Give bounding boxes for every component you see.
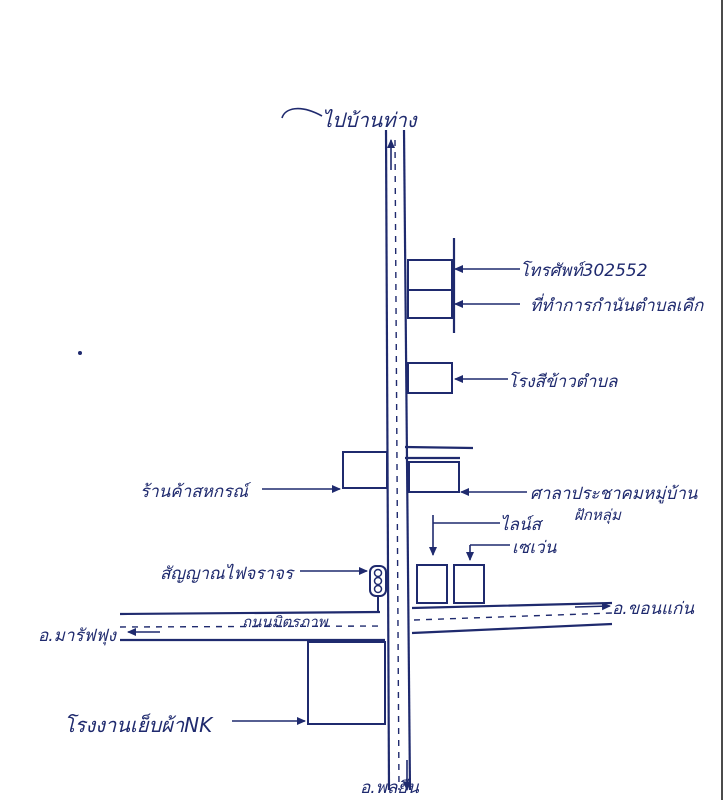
community-hall-label: ศาลาประชาคมหมู่บ้าน bbox=[530, 484, 698, 504]
south-destination-label: อ.พลยืน bbox=[360, 778, 419, 798]
building-b-label: เซเว่น bbox=[512, 538, 557, 558]
sub-district-office-label: ที่ทำการกำนันตำบลเคีก bbox=[530, 296, 704, 316]
factory-label: โรงงานเย็บผ้าNK bbox=[64, 713, 213, 737]
north-destination-label: ไปบ้านท่าง bbox=[322, 108, 417, 132]
side-street bbox=[404, 445, 474, 460]
shop-left-building bbox=[342, 451, 388, 489]
community-hall-building bbox=[408, 461, 460, 493]
rice-mill-label: โรงสีข้าวตำบล bbox=[508, 372, 618, 392]
pointer-arrows bbox=[232, 107, 527, 725]
factory-building bbox=[307, 641, 386, 725]
building-b bbox=[453, 544, 510, 604]
telephone-label: โทรศัพท์302552 bbox=[520, 261, 648, 281]
hall-note-label: ฝักหลุ่ม bbox=[574, 506, 621, 524]
ink-dot bbox=[78, 351, 82, 355]
sub-district-office-building bbox=[407, 289, 453, 319]
north-south-road bbox=[384, 129, 412, 791]
rice-mill-building bbox=[407, 362, 453, 394]
building-a bbox=[416, 515, 500, 604]
shop-left-label: ร้านค้าสหกรณ์ bbox=[140, 482, 248, 502]
traffic-light-label: สัญญาณไฟจราจร bbox=[160, 564, 293, 584]
building-a-label: ไลน์ส bbox=[500, 515, 541, 535]
east-west-road bbox=[119, 601, 613, 642]
west-destination-label: อ.มารัฟฟุง bbox=[38, 626, 116, 646]
traffic-light-icon bbox=[369, 565, 387, 613]
scan-border bbox=[721, 0, 723, 800]
main-road-label: ถนนมิตรภาพ bbox=[242, 613, 328, 631]
east-destination-label: อ.ขอนแก่น bbox=[612, 599, 694, 619]
